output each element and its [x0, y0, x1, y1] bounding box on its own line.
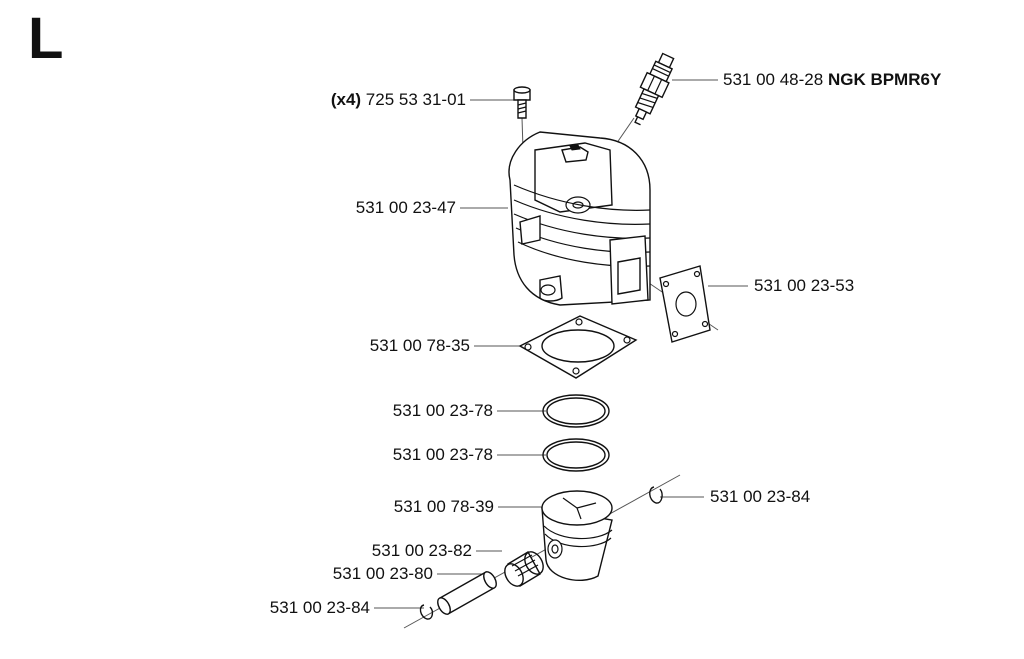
exhaust-gasket-part [659, 265, 711, 343]
section-letter: L [28, 6, 64, 71]
cylinder-gasket-part [518, 315, 638, 379]
piston-part [541, 490, 613, 581]
callout-cylinder: 531 00 23-47 [256, 198, 456, 218]
callout-part-number: 531 00 78-35 [369, 336, 470, 355]
callout-piston-pin: 531 00 23-80 [233, 564, 433, 584]
needle-bearing-part [504, 551, 544, 587]
bolt-part [513, 86, 531, 119]
spark-plug-part [634, 52, 675, 126]
callout-piston-ring-2: 531 00 23-78 [293, 445, 493, 465]
callout-part-number: 531 00 23-80 [332, 564, 433, 583]
callout-cylinder-gasket: 531 00 78-35 [270, 336, 470, 356]
callout-needle-bearing: 531 00 23-82 [272, 541, 472, 561]
callout-note: NGK BPMR6Y [827, 70, 942, 89]
callout-part-number: 531 00 48-28 [723, 70, 824, 89]
callout-circlip-right: 531 00 23-84 [710, 487, 810, 507]
callout-part-number: 531 00 23-78 [392, 401, 493, 420]
callout-part-number: 725 53 31-01 [365, 90, 466, 109]
circlip-right-part [649, 486, 663, 504]
callout-qty: (x4) [330, 90, 362, 109]
callout-part-number: 531 00 23-84 [269, 598, 370, 617]
callout-spark-plug: 531 00 48-28 NGK BPMR6Y [723, 70, 941, 90]
callout-circlip-left: 531 00 23-84 [170, 598, 370, 618]
callout-part-number: 531 00 23-78 [392, 445, 493, 464]
circlip-left-part [419, 604, 434, 620]
cylinder-part [508, 131, 651, 306]
callout-part-number: 531 00 23-47 [355, 198, 456, 217]
callout-piston-ring-1: 531 00 23-78 [293, 401, 493, 421]
callout-part-number: 531 00 23-53 [754, 276, 855, 295]
callout-exhaust-gasket: 531 00 23-53 [754, 276, 854, 296]
callout-bolt: (x4) 725 53 31-01 [260, 90, 466, 110]
piston-pin-part [437, 571, 497, 615]
callout-part-number: 531 00 78-39 [393, 497, 494, 516]
callout-part-number: 531 00 23-82 [371, 541, 472, 560]
piston-ring-parts [542, 394, 610, 472]
callout-part-number: 531 00 23-84 [710, 487, 811, 506]
callout-piston: 531 00 78-39 [294, 497, 494, 517]
leader-lines [374, 79, 748, 609]
